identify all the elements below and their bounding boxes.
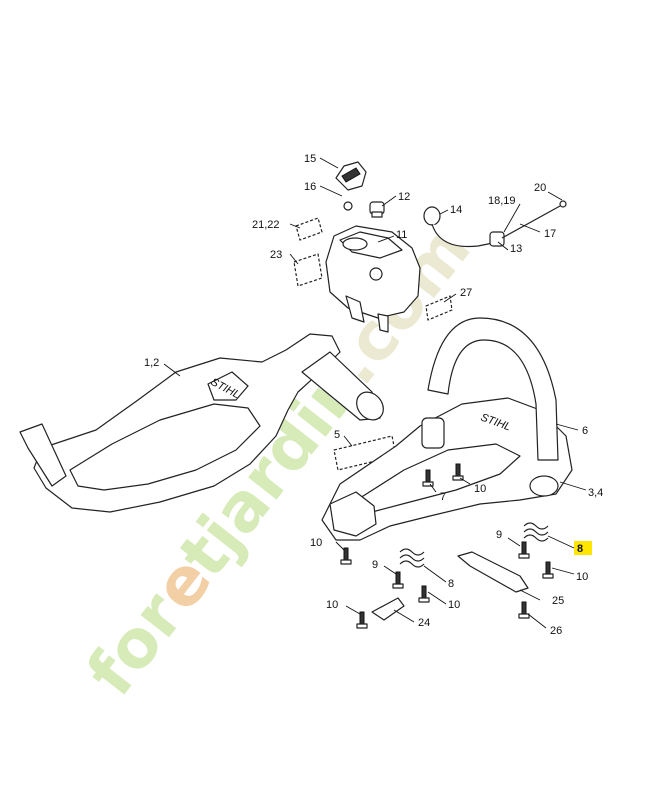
label-7: 7 <box>440 491 446 503</box>
label-10-bottom-left: 10 <box>326 599 338 611</box>
label-12: 12 <box>398 191 410 203</box>
label-24: 24 <box>418 617 430 629</box>
label-3-4: 3,4 <box>588 487 603 499</box>
label-13: 13 <box>510 243 522 255</box>
label-14: 14 <box>450 204 462 216</box>
antivibration-spring-left <box>399 548 425 568</box>
label-18-19: 18,19 <box>488 195 516 207</box>
housing-left <box>19 333 341 513</box>
label-20: 20 <box>534 182 546 194</box>
label-25: 25 <box>552 595 564 607</box>
label-10-middle: 10 <box>448 599 460 611</box>
label-10-right: 10 <box>576 571 588 583</box>
fuel-tank <box>325 225 421 333</box>
label-26: 26 <box>550 625 562 637</box>
leader-lines <box>163 157 587 629</box>
decal-labels <box>293 217 453 471</box>
label-10-left: 10 <box>310 537 322 549</box>
label-16: 16 <box>304 181 316 193</box>
fuel-hose <box>423 200 567 248</box>
filler-cap-small <box>369 201 385 218</box>
label-11: 11 <box>396 229 407 241</box>
label-21-22: 21,22 <box>252 219 280 231</box>
tank-cap <box>335 161 367 211</box>
label-15: 15 <box>304 153 316 165</box>
bracket-25 <box>457 551 529 593</box>
label-9-left: 9 <box>372 559 378 571</box>
highlight-marker <box>574 541 592 555</box>
label-8-right: 8 <box>577 543 583 555</box>
label-1-2: 1,2 <box>144 357 159 369</box>
label-9-right: 9 <box>496 529 502 541</box>
label-27: 27 <box>460 287 472 299</box>
label-17: 17 <box>544 228 556 240</box>
handle-bar <box>427 317 559 461</box>
antivibration-spring-right <box>523 522 549 542</box>
bracket-24 <box>371 597 405 621</box>
screws <box>340 463 554 629</box>
label-5: 5 <box>334 429 340 441</box>
part-labels: 15 16 12 14 18,19 20 21,22 11 17 23 13 2… <box>144 153 603 637</box>
label-23: 23 <box>270 249 282 261</box>
label-6: 6 <box>582 425 588 437</box>
handle-tube <box>301 351 384 421</box>
label-10-top: 10 <box>474 483 486 495</box>
housing-right <box>321 397 573 541</box>
label-8-left: 8 <box>448 578 454 590</box>
